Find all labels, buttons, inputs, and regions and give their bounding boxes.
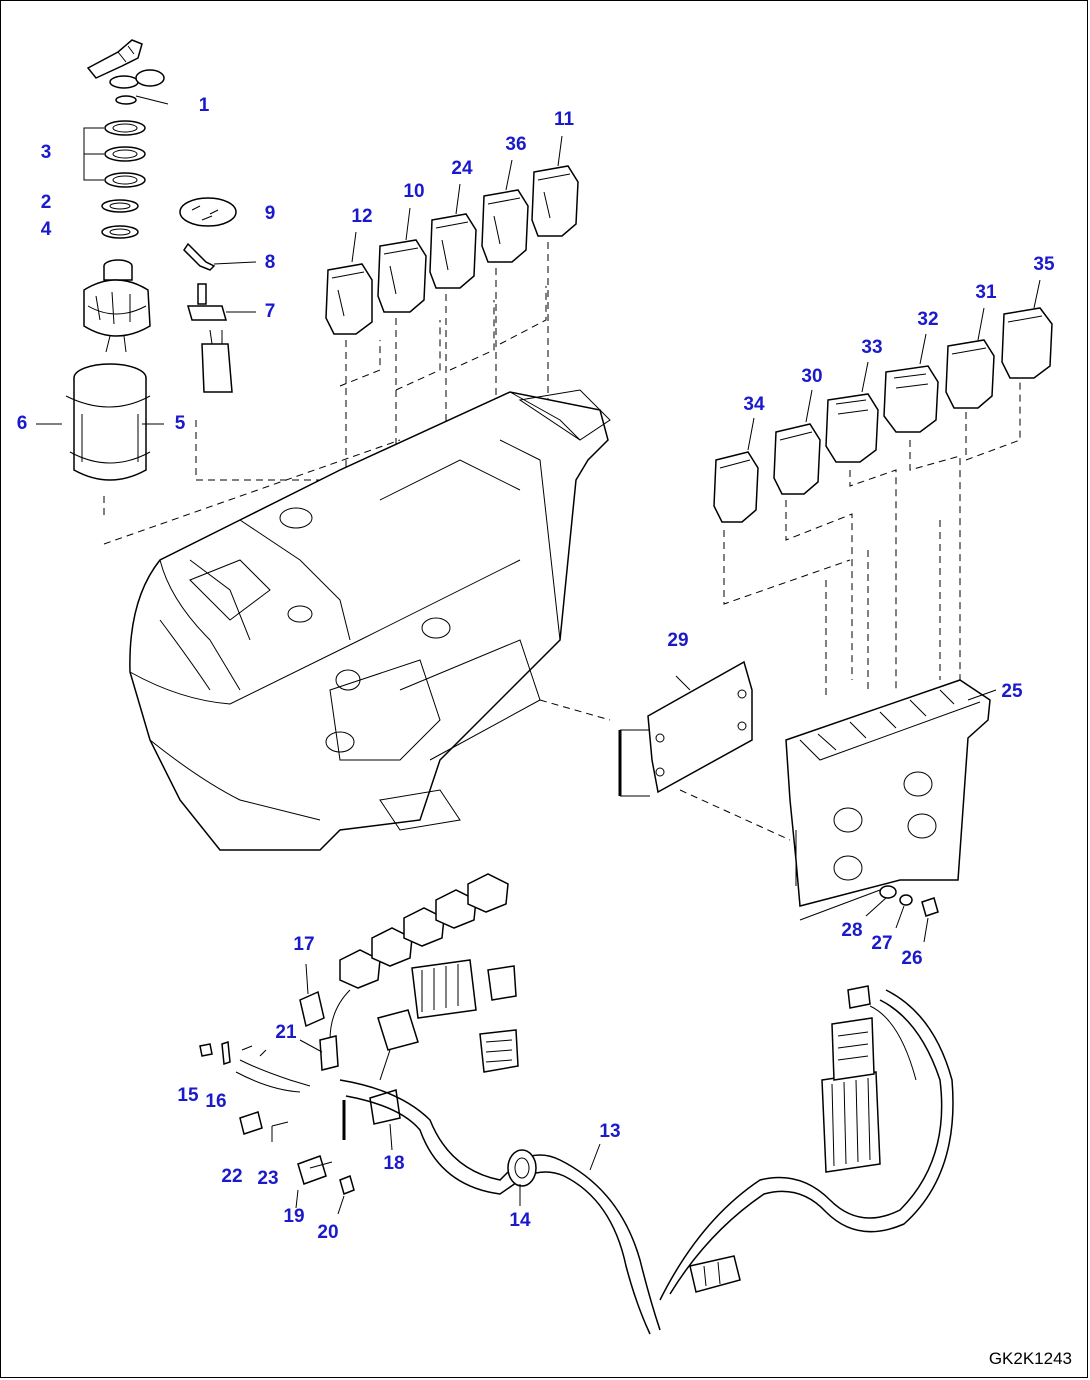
callout-25: 25 (1001, 681, 1023, 702)
callout-4: 4 (41, 219, 52, 240)
callout-21: 21 (275, 1022, 297, 1043)
callout-18: 18 (383, 1153, 404, 1174)
callout-31: 31 (975, 282, 997, 303)
drawing-code: GK2K1243 (989, 1349, 1072, 1368)
callout-32: 32 (917, 309, 938, 330)
callout-29: 29 (667, 630, 688, 651)
callout-34: 34 (743, 394, 765, 415)
callout-30: 30 (801, 366, 822, 387)
callout-36: 36 (505, 134, 526, 155)
callout-22: 22 (221, 1166, 242, 1187)
callout-14: 14 (509, 1210, 531, 1231)
right-switch-row (713, 279, 1053, 700)
callout-11: 11 (554, 109, 575, 130)
callout-19: 19 (283, 1206, 304, 1227)
callout-16: 16 (205, 1091, 226, 1112)
callout-26: 26 (901, 948, 922, 969)
upper-switch-row (325, 135, 579, 480)
panel-25 (785, 679, 997, 907)
callout-1: 1 (199, 95, 210, 116)
callout-6: 6 (17, 413, 28, 434)
callout-8: 8 (265, 252, 276, 273)
callout-28: 28 (841, 920, 862, 941)
small-switch-parts (179, 197, 340, 481)
callout-20: 20 (317, 1222, 338, 1243)
callout-15: 15 (177, 1085, 199, 1106)
callout-24: 24 (451, 158, 473, 179)
callout-17: 17 (293, 934, 314, 955)
callout-9: 9 (265, 203, 276, 224)
callout-3: 3 (41, 142, 52, 163)
callout-2: 2 (41, 192, 52, 213)
key-switch-assembly (36, 39, 169, 481)
callout-33: 33 (861, 337, 882, 358)
callout-27: 27 (871, 933, 892, 954)
callout-5: 5 (175, 413, 186, 434)
callout-23: 23 (257, 1168, 278, 1189)
callout-7: 7 (265, 301, 276, 322)
plate-29 (618, 660, 791, 841)
callout-35: 35 (1033, 254, 1055, 275)
callout-10: 10 (403, 181, 424, 202)
callout-12: 12 (351, 206, 372, 227)
console-body (103, 389, 611, 851)
wire-harness (199, 873, 954, 1335)
callout-13: 13 (599, 1121, 620, 1142)
fasteners-26-28 (799, 885, 939, 943)
